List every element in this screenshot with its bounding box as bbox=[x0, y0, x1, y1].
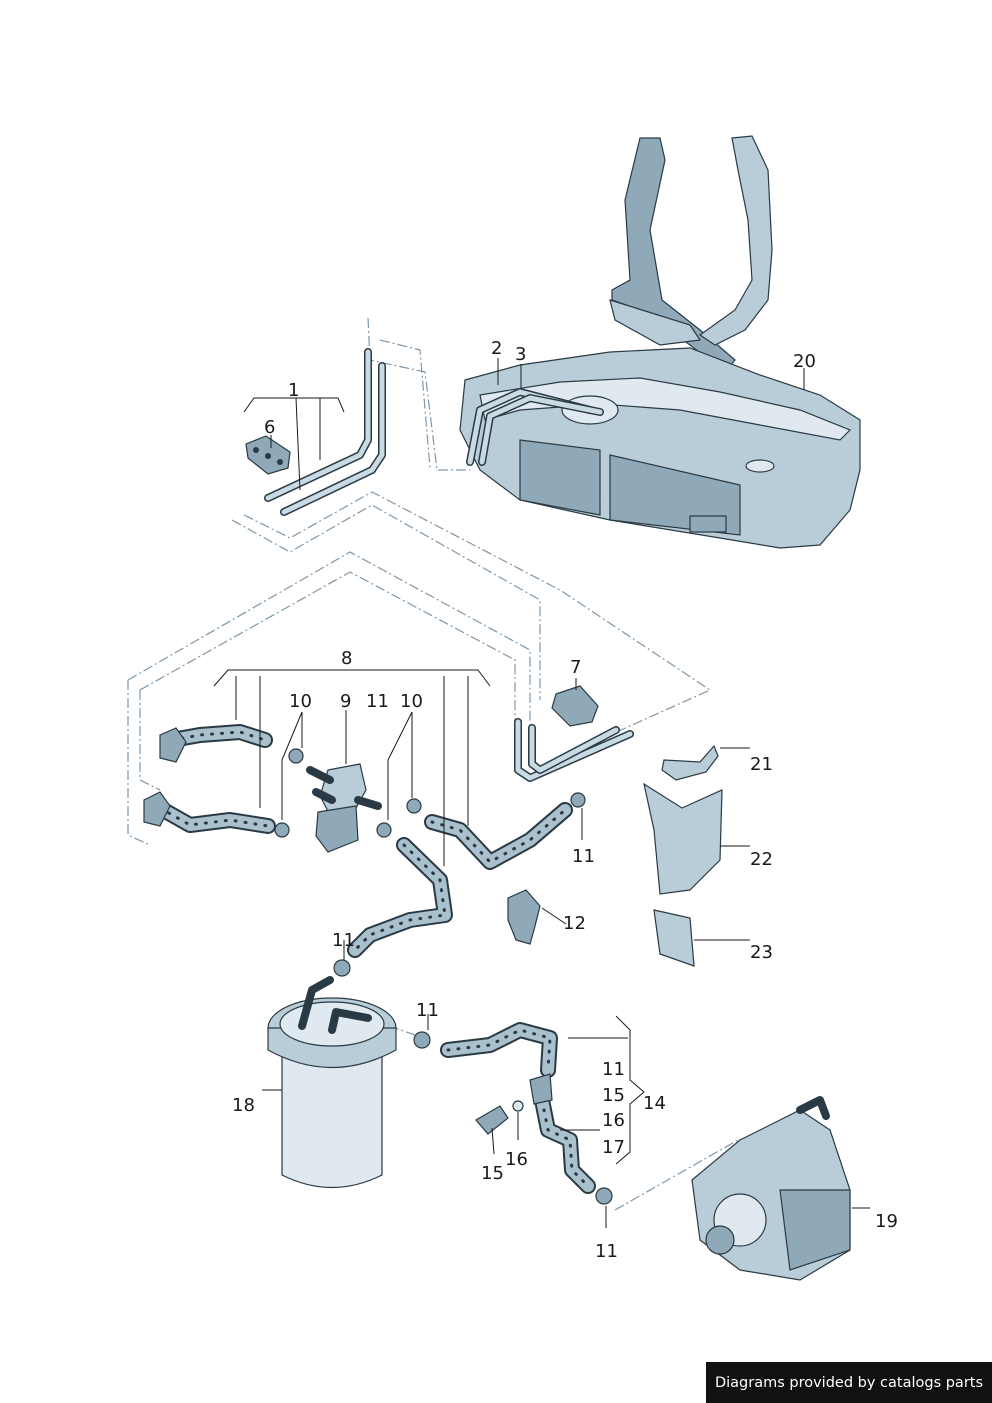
fuel-lines-upper[interactable] bbox=[264, 348, 386, 516]
callout-20: 20 bbox=[793, 351, 816, 372]
callout-6: 6 bbox=[264, 417, 275, 438]
valve[interactable] bbox=[306, 763, 382, 853]
fuel-tank[interactable] bbox=[459, 135, 861, 549]
callout-16: 16 bbox=[505, 1149, 528, 1170]
callout-9: 9 bbox=[340, 691, 351, 712]
diagram-credit-badge: Diagrams provided by catalogs parts bbox=[706, 1362, 992, 1403]
sensor-parts[interactable] bbox=[475, 1073, 553, 1135]
callout-10-right: 10 bbox=[400, 691, 423, 712]
callout-23: 23 bbox=[750, 942, 773, 963]
fuel-lines-lower[interactable] bbox=[514, 718, 634, 782]
line-clip-upper[interactable] bbox=[245, 435, 291, 475]
callout-12: 12 bbox=[563, 913, 586, 934]
callout-14: 14 bbox=[643, 1093, 666, 1114]
callout-17: 17 bbox=[602, 1137, 625, 1158]
callout-11-bottom: 11 bbox=[595, 1241, 618, 1262]
callout-11-top: 11 bbox=[366, 691, 389, 712]
callout-11-group: 11 bbox=[602, 1059, 625, 1080]
callout-8: 8 bbox=[341, 648, 352, 669]
callout-11-mid: 11 bbox=[416, 1000, 439, 1021]
callout-21: 21 bbox=[750, 754, 773, 775]
callout-15: 15 bbox=[481, 1163, 504, 1184]
callout-22: 22 bbox=[750, 849, 773, 870]
callout-labels: 1 2 3 6 20 8 7 10 9 11 10 21 11 22 12 23… bbox=[232, 338, 898, 1262]
routing-guides bbox=[127, 317, 739, 1211]
callout-19: 19 bbox=[875, 1211, 898, 1232]
callout-18: 18 bbox=[232, 1095, 255, 1116]
callout-16-group: 16 bbox=[602, 1110, 625, 1131]
heat-shields[interactable] bbox=[643, 744, 723, 967]
diagram-credit-text: Diagrams provided by catalogs parts bbox=[714, 1374, 984, 1391]
callout-11-filter: 11 bbox=[332, 930, 355, 951]
callout-3: 3 bbox=[515, 344, 526, 365]
high-pressure-pump[interactable] bbox=[691, 1096, 851, 1281]
fuel-filter[interactable] bbox=[267, 976, 397, 1188]
line-clip-lower[interactable] bbox=[551, 685, 599, 727]
hose-connectors bbox=[143, 727, 187, 827]
hose-clamps[interactable] bbox=[274, 748, 613, 1205]
callout-7: 7 bbox=[570, 657, 581, 678]
callout-10-left: 10 bbox=[289, 691, 312, 712]
fuel-hoses[interactable] bbox=[152, 724, 596, 1194]
callout-2: 2 bbox=[491, 338, 502, 359]
callout-1: 1 bbox=[288, 380, 299, 401]
callout-11-right: 11 bbox=[572, 846, 595, 867]
callout-15-group: 15 bbox=[602, 1085, 625, 1106]
leader-lines bbox=[213, 358, 870, 1228]
bracket[interactable] bbox=[507, 889, 541, 945]
